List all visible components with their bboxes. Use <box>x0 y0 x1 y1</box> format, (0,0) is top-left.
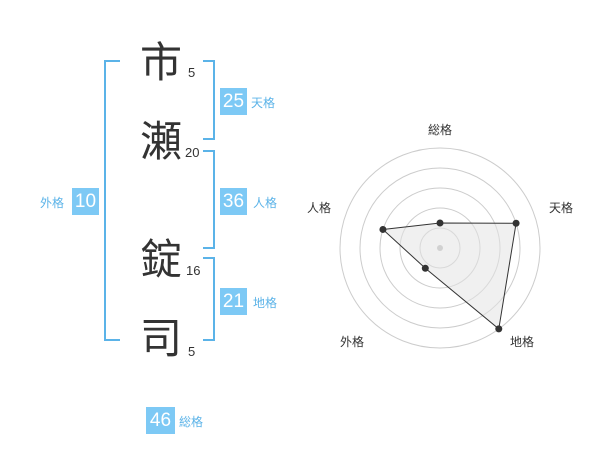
radar-point-tenkaku <box>512 219 520 227</box>
tenkaku-value: 25 <box>220 88 247 115</box>
radar-point-soukaku <box>436 219 444 227</box>
name-char-1-strokes: 5 <box>188 65 196 80</box>
chikaku-bracket <box>203 257 215 341</box>
name-char-4: 司 <box>140 314 183 363</box>
radar-label-tenkaku: 天格 <box>549 201 574 215</box>
radar-ring <box>339 147 541 349</box>
tenkaku-bracket <box>203 60 215 140</box>
radar-polygon <box>381 222 517 330</box>
radar-label-gaikaku: 外格 <box>340 335 365 349</box>
name-char-4-strokes: 5 <box>188 344 196 359</box>
radar-label-jinkaku: 人格 <box>307 201 332 215</box>
chikaku-label: 地格 <box>253 296 278 310</box>
gaikaku-value: 10 <box>72 188 99 215</box>
radar-point-gaikaku <box>421 264 429 272</box>
jinkaku-label: 人格 <box>253 196 278 210</box>
soukaku-value: 46 <box>146 407 175 434</box>
radar-label-soukaku: 総格 <box>428 123 453 137</box>
radar-point-chikaku <box>495 325 503 333</box>
gaikaku-bracket <box>104 60 120 341</box>
gaikaku-label: 外格 <box>40 196 65 210</box>
name-char-2: 瀬 <box>140 117 183 166</box>
name-char-3: 錠 <box>140 235 183 284</box>
soukaku-label: 総格 <box>179 415 204 429</box>
name-char-1: 市 <box>140 38 183 87</box>
radar-point-jinkaku <box>379 225 387 233</box>
jinkaku-value: 36 <box>220 188 247 215</box>
name-char-2-strokes: 20 <box>185 145 200 160</box>
chikaku-value: 21 <box>220 288 247 315</box>
jinkaku-bracket <box>203 150 215 249</box>
name-char-3-strokes: 16 <box>186 263 201 278</box>
radar-ring <box>359 167 521 329</box>
tenkaku-label: 天格 <box>251 96 276 110</box>
radar-label-chikaku: 地格 <box>510 335 535 349</box>
